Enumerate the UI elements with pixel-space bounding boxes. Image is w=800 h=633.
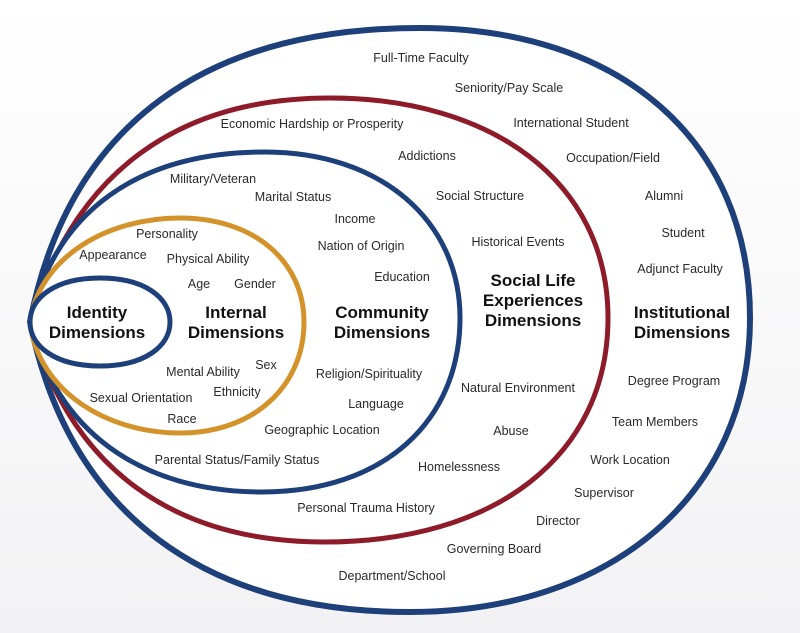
term-full-time-faculty: Full-Time Faculty (373, 51, 469, 65)
term-alumni: Alumni (645, 189, 683, 203)
term-supervisor: Supervisor (574, 486, 634, 500)
social-heading-line: Experiences (483, 291, 583, 310)
identity-heading-line: Identity (67, 303, 128, 322)
community-heading-line: Dimensions (334, 323, 430, 342)
institutional-heading-line: Institutional (634, 303, 730, 322)
term-marital-status: Marital Status (255, 190, 331, 204)
community-heading-line: Community (335, 303, 429, 322)
term-geographic-location: Geographic Location (264, 423, 379, 437)
term-natural-environment: Natural Environment (461, 381, 575, 395)
term-parental-status-family-status: Parental Status/Family Status (155, 453, 320, 467)
social-heading-line: Dimensions (485, 311, 581, 330)
term-economic-hardship-or-prosperity: Economic Hardship or Prosperity (221, 117, 404, 131)
term-director: Director (536, 514, 580, 528)
term-personality: Personality (136, 227, 199, 241)
term-degree-program: Degree Program (628, 374, 720, 388)
term-seniority-pay-scale: Seniority/Pay Scale (455, 81, 563, 95)
term-mental-ability: Mental Ability (166, 365, 240, 379)
term-abuse: Abuse (493, 424, 528, 438)
term-age: Age (188, 277, 210, 291)
term-language: Language (348, 397, 404, 411)
term-religion-spirituality: Religion/Spirituality (316, 367, 423, 381)
term-sex: Sex (255, 358, 277, 372)
term-ethnicity: Ethnicity (213, 385, 261, 399)
internal-heading-line: Internal (205, 303, 266, 322)
term-historical-events: Historical Events (471, 235, 564, 249)
term-personal-trauma-history: Personal Trauma History (297, 501, 435, 515)
term-adjunct-faculty: Adjunct Faculty (637, 262, 723, 276)
term-homelessness: Homelessness (418, 460, 500, 474)
social-heading-line: Social Life (490, 271, 575, 290)
term-sexual-orientation: Sexual Orientation (90, 391, 193, 405)
term-military-veteran: Military/Veteran (170, 172, 256, 186)
identity-ellipse (27, 275, 173, 369)
institutional-heading-line: Dimensions (634, 323, 730, 342)
term-student: Student (661, 226, 705, 240)
term-race: Race (167, 412, 196, 426)
term-physical-ability: Physical Ability (167, 252, 250, 266)
term-appearance: Appearance (79, 248, 146, 262)
term-department-school: Department/School (338, 569, 445, 583)
internal-heading-line: Dimensions (188, 323, 284, 342)
term-social-structure: Social Structure (436, 189, 524, 203)
term-addictions: Addictions (398, 149, 456, 163)
term-governing-board: Governing Board (447, 542, 542, 556)
term-occupation-field: Occupation/Field (566, 151, 660, 165)
term-nation-of-origin: Nation of Origin (318, 239, 405, 253)
identity-heading-line: Dimensions (49, 323, 145, 342)
term-team-members: Team Members (612, 415, 698, 429)
term-gender: Gender (234, 277, 276, 291)
term-international-student: International Student (513, 116, 629, 130)
term-work-location: Work Location (590, 453, 670, 467)
term-education: Education (374, 270, 430, 284)
term-income: Income (335, 212, 376, 226)
identity-layer (27, 275, 173, 369)
